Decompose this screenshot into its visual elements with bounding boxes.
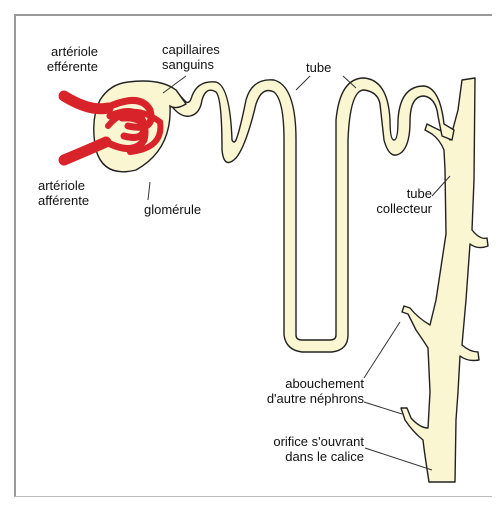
label-afferent-line2: afférente [38, 193, 89, 208]
label-capillaries-line2: sanguins [162, 57, 220, 72]
label-collecting-tube: tube collecteur [366, 186, 432, 216]
label-capillaries: capillaires sanguins [162, 42, 220, 72]
label-other-nephrons-line1: abouchement [236, 376, 364, 391]
label-capillaries-line1: capillaires [162, 42, 220, 57]
label-other-nephrons: abouchement d'autre néphrons [236, 376, 364, 406]
label-calyx-orifice: orifice s'ouvrant dans le calice [236, 434, 364, 464]
label-calyx-line1: orifice s'ouvrant [236, 434, 364, 449]
label-efferent-arteriole: artériole efférente [36, 44, 98, 74]
label-afferent-arteriole: artériole afférente [38, 178, 89, 208]
label-efferent-line2: efférente [36, 59, 98, 74]
label-calyx-line2: dans le calice [236, 449, 364, 464]
label-collecting-line1: tube [366, 186, 432, 201]
label-tube: tube [306, 60, 331, 75]
label-collecting-line2: collecteur [366, 201, 432, 216]
label-efferent-line1: artériole [36, 44, 98, 59]
label-other-nephrons-line2: d'autre néphrons [236, 391, 364, 406]
collecting-duct [401, 78, 488, 482]
label-glomerulus: glomérule [144, 202, 201, 217]
label-afferent-line1: artériole [38, 178, 89, 193]
